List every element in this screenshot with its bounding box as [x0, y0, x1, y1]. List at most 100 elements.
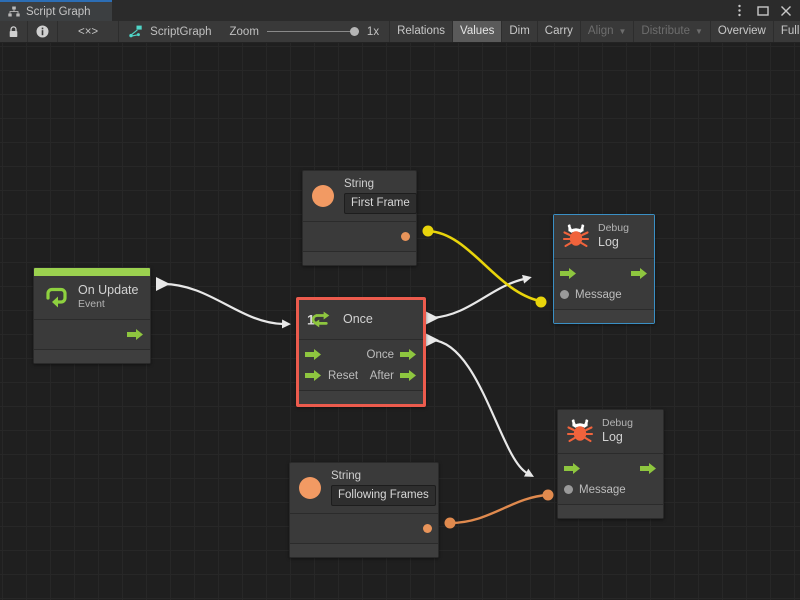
port-row-flow[interactable]: [558, 458, 663, 479]
port-out-after[interactable]: After: [370, 369, 417, 382]
node-title: Log: [598, 235, 619, 249]
port-label-reset: Reset: [328, 369, 359, 382]
bug-icon: [562, 222, 590, 250]
node-footer: [34, 349, 150, 363]
graph-canvas[interactable]: On Update Event Strin: [0, 43, 800, 600]
value-port-dot-icon[interactable]: [401, 232, 410, 241]
port-out-trigger[interactable]: [127, 328, 144, 341]
port-out-exit[interactable]: [631, 267, 648, 280]
node-once[interactable]: 1 Once: [296, 297, 426, 407]
port-row-message[interactable]: Message: [554, 284, 654, 305]
node-title: String: [344, 178, 375, 190]
node-title: Once: [343, 312, 373, 326]
more-options-icon[interactable]: [733, 4, 746, 17]
node-header: String First Frame: [303, 171, 417, 222]
node-debug-log-top[interactable]: Debug Log: [553, 214, 655, 324]
dim-label: Dim: [509, 24, 530, 37]
lock-icon-button[interactable]: [0, 21, 28, 42]
flow-arrow-icon: [305, 370, 321, 381]
port-out-value[interactable]: [423, 524, 432, 533]
node-body: Message: [554, 259, 654, 309]
window-controls: [725, 0, 800, 21]
graph-toolbar: <×> ScriptGraph Zoom 1x Relations: [0, 21, 800, 43]
node-titles: Debug Log: [598, 222, 629, 250]
port-in-enter[interactable]: [305, 348, 322, 361]
chevron-down-icon: ▼: [695, 26, 703, 36]
values-label: Values: [460, 24, 495, 37]
port-out-once[interactable]: Once: [367, 348, 418, 361]
port-label-message: Message: [579, 483, 626, 496]
toolbar-button-carry[interactable]: Carry: [538, 21, 581, 42]
node-accent-bar: [34, 268, 150, 276]
node-on-update[interactable]: On Update Event: [33, 267, 151, 364]
value-port-dot-icon[interactable]: [564, 485, 573, 494]
node-footer: [290, 543, 438, 557]
lock-icon: [9, 25, 18, 37]
code-view-button[interactable]: <×>: [58, 21, 120, 42]
wire-onupdate-to-once: [156, 277, 291, 329]
node-titles: Debug Log: [602, 417, 633, 445]
node-string-first-frame[interactable]: String First Frame: [302, 170, 417, 266]
zoom-slider[interactable]: [266, 26, 359, 37]
node-footer: [558, 504, 663, 518]
string-value-input[interactable]: First Frame: [344, 193, 417, 214]
node-header: String Following Frames: [290, 463, 438, 514]
port-row-value-out[interactable]: [290, 518, 438, 539]
toolbar-button-values[interactable]: Values: [453, 21, 503, 42]
close-icon[interactable]: [779, 4, 792, 17]
node-header: 1 Once: [299, 300, 423, 340]
port-row-value-out[interactable]: [303, 226, 416, 247]
flow-arrow-icon: [640, 463, 656, 474]
node-string-following-frames[interactable]: String Following Frames: [289, 462, 439, 558]
zoom-value: 1x: [366, 25, 380, 38]
node-debug-log-bottom[interactable]: Debug Log: [557, 409, 664, 519]
port-label-message: Message: [575, 288, 622, 301]
port-in-message[interactable]: Message: [560, 289, 622, 301]
string-value-input[interactable]: Following Frames: [331, 485, 436, 506]
port-in-enter[interactable]: [564, 462, 581, 475]
breadcrumb-label: ScriptGraph: [150, 25, 212, 38]
info-icon: [36, 25, 49, 38]
port-in-reset[interactable]: Reset: [305, 369, 358, 382]
port-in-enter[interactable]: [560, 267, 577, 280]
node-header: Debug Log: [558, 410, 663, 454]
maximize-icon[interactable]: [756, 4, 769, 17]
port-row-message[interactable]: Message: [558, 479, 663, 500]
graph-icon: [8, 6, 20, 18]
zoom-control: Zoom 1x: [226, 21, 391, 42]
info-icon-button[interactable]: [28, 21, 58, 42]
port-row-flow[interactable]: [554, 263, 654, 284]
update-loop-icon: [42, 283, 70, 311]
toolbar-button-dim[interactable]: Dim: [502, 21, 538, 42]
toolbar-button-distribute[interactable]: Distribute ▼: [634, 21, 711, 42]
value-port-dot-icon[interactable]: [423, 524, 432, 533]
value-port-dot-icon[interactable]: [560, 290, 569, 299]
node-body: Message: [558, 454, 663, 504]
svg-text:1: 1: [307, 311, 315, 327]
scriptgraph-icon: [129, 25, 143, 38]
node-title: String: [331, 470, 362, 482]
port-row-reset-after[interactable]: Reset After: [299, 365, 423, 386]
node-body: Once Reset After: [299, 340, 423, 390]
port-row-trigger-out[interactable]: [34, 324, 150, 345]
node-body: [303, 222, 416, 251]
toolbar-button-full-screen[interactable]: Full Screen: [774, 21, 800, 42]
chevron-down-icon: ▼: [618, 26, 627, 36]
flow-arrow-icon: [631, 268, 647, 279]
toolbar-button-relations[interactable]: Relations: [390, 21, 454, 42]
breadcrumb[interactable]: ScriptGraph: [119, 21, 225, 42]
tab-script-graph[interactable]: Script Graph: [0, 0, 112, 21]
overview-label: Overview: [717, 24, 766, 37]
toolbar-button-overview[interactable]: Overview: [711, 21, 774, 42]
node-titles: On Update Event: [78, 283, 138, 311]
port-out-value[interactable]: [401, 232, 410, 241]
toolbar-button-align[interactable]: Align ▼: [581, 21, 635, 42]
port-in-message[interactable]: Message: [564, 484, 626, 496]
bug-icon: [566, 417, 594, 445]
port-row-enter-once[interactable]: Once: [299, 344, 423, 365]
node-titles: String First Frame: [344, 178, 417, 214]
carry-label: Carry: [544, 24, 573, 37]
zoom-slider-knob[interactable]: [349, 27, 359, 36]
port-out-exit[interactable]: [640, 462, 657, 475]
node-title: On Update: [78, 283, 139, 297]
